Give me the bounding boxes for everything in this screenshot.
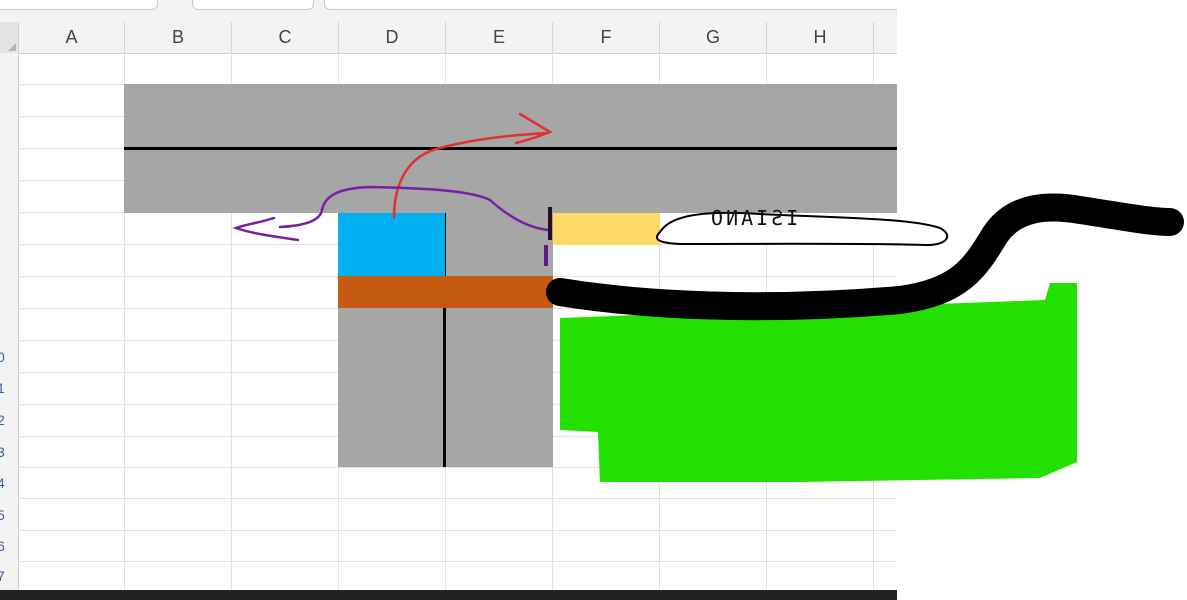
bottom-scroll-bar[interactable] [0,590,897,600]
blue-cell[interactable] [338,213,445,276]
column-header-d[interactable]: D [339,22,446,53]
column-header-c[interactable]: C [232,22,339,53]
row-header-column: 0 1 2 3 4 5 6 7 [0,53,19,590]
column-header-row: A B C D E F G H [0,22,897,54]
column-header-e[interactable]: E [446,22,553,53]
black-ink-stroke [546,193,1184,321]
handwritten-label: ISIANO [708,206,799,230]
row-header[interactable]: 5 [0,507,18,523]
toolbar-field-mid[interactable] [192,0,314,10]
row-header[interactable]: 2 [0,412,18,428]
column-header-h[interactable]: H [767,22,874,53]
toolbar-field-left[interactable] [0,0,158,10]
select-all-corner[interactable] [0,22,19,53]
column-header-b[interactable]: B [125,22,232,53]
toolbar-strip [0,0,906,23]
gridline [18,561,897,562]
row-header[interactable]: 3 [0,444,18,460]
gridline [124,53,125,590]
purple-arrow-stroke [232,185,550,242]
road-center-line-vertical [443,213,446,467]
gridline [18,498,897,499]
orange-band[interactable] [338,276,553,308]
row-header[interactable]: 1 [0,380,18,396]
red-arrow-stroke [392,112,553,220]
column-header-f[interactable]: F [553,22,660,53]
gridline [231,53,232,590]
row-header[interactable]: 4 [0,475,18,491]
row-header[interactable]: 7 [0,568,18,584]
road-center-line-horizontal [124,147,897,150]
row-header[interactable]: 0 [0,349,18,365]
gridline [18,467,897,468]
column-header-g[interactable]: G [660,22,767,53]
column-header-a[interactable]: A [19,22,125,53]
green-ink-blob [560,283,1077,482]
gridline [18,530,897,531]
handwriting-outline [655,211,949,247]
yellow-cell[interactable] [553,213,660,245]
row-header[interactable]: 6 [0,538,18,554]
